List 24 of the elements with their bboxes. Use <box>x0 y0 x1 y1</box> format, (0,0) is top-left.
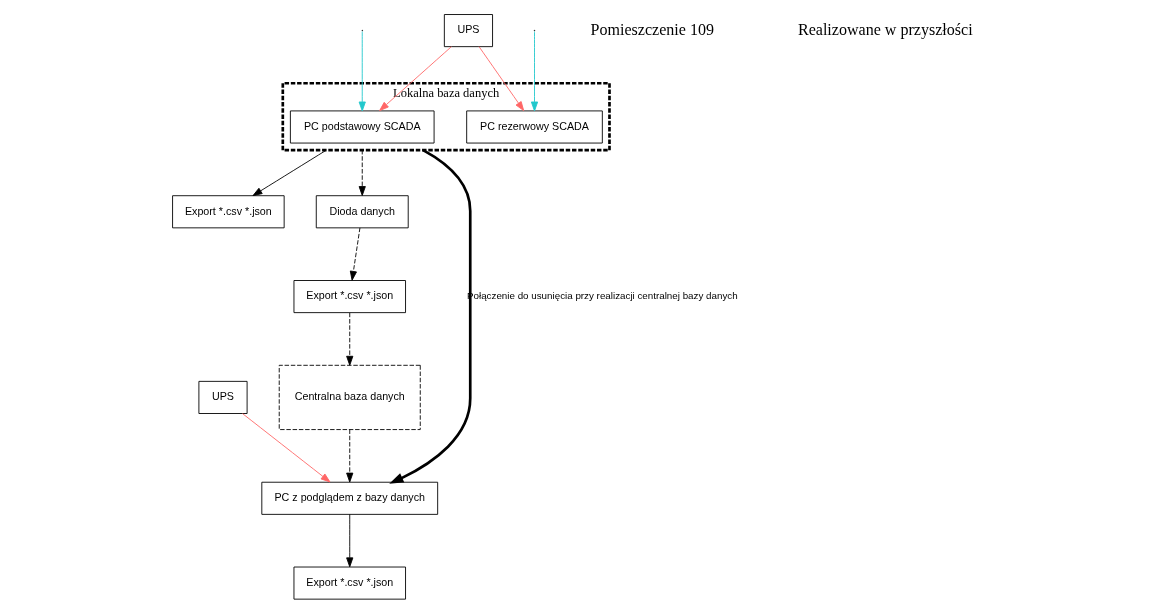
arrow <box>345 429 353 483</box>
arrow <box>349 227 360 281</box>
arrow <box>358 149 366 196</box>
node-box: PC podstawowy SCADA <box>289 110 435 144</box>
node-box: Export *.csv *.json <box>293 566 406 600</box>
node-box: PC rezerwowy SCADA <box>465 110 603 144</box>
arrow <box>478 46 524 112</box>
node-box: PC z podglądem z bazy danych <box>260 481 438 515</box>
node-box: UPS <box>197 380 248 414</box>
node-box: UPS <box>443 14 493 48</box>
node-box: Export *.csv *.json <box>293 280 406 314</box>
arrow <box>388 149 472 484</box>
arrow <box>241 413 330 483</box>
arrow <box>345 312 353 366</box>
label: Realizowane w przyszłości <box>797 20 973 38</box>
node-box: Export *.csv *.json <box>171 195 285 229</box>
arrow <box>358 31 366 112</box>
node-box: Centralna baza danych <box>278 364 421 430</box>
label: Pomieszczenie 109 <box>590 20 714 38</box>
arrow <box>530 31 538 112</box>
arrow <box>252 149 327 197</box>
node-box: Dioda danych <box>315 195 409 229</box>
arrow <box>345 513 353 568</box>
arrow <box>378 46 452 112</box>
